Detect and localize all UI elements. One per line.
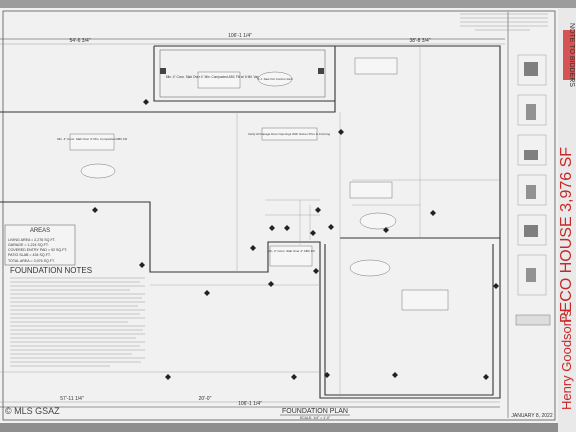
dim-overall-top: 106'-1 1/4" bbox=[228, 33, 252, 39]
note-to-bidders-box bbox=[563, 30, 575, 80]
callout-2: C.J. Saw Cut Control Joint bbox=[257, 77, 292, 81]
title-strip bbox=[558, 8, 576, 432]
notes-title: FOUNDATION NOTES bbox=[10, 266, 92, 275]
dim-overall-bottom: 106'-1 1/4" bbox=[238, 401, 262, 407]
project-name: Henry Goodson's bbox=[559, 309, 574, 410]
title-block bbox=[460, 13, 548, 31]
callout-1: Min. 4" Conc. Slab Over 4" Min. Compacte… bbox=[166, 75, 273, 79]
mls-watermark: © MLS GSAZ bbox=[5, 406, 60, 416]
callouts: Min. 4" Conc. Slab Over 4" Min. Compacte… bbox=[57, 57, 449, 311]
detail-sections bbox=[515, 54, 551, 326]
dim-left-bottom: 57'-11 1/4" bbox=[60, 396, 84, 402]
interior-lines bbox=[0, 46, 500, 398]
areas-table: AREAS LIVING AREA = 2,276 SQ.FT. GARAGE … bbox=[4, 224, 76, 266]
areas-row-1: LIVING AREA = 2,276 SQ.FT. bbox=[8, 238, 56, 242]
areas-title: AREAS bbox=[30, 228, 50, 234]
areas-row-3: COVERED ENTRY PAD = 92 SQ.FT. bbox=[8, 248, 67, 252]
callout-3: Min. 4" Conc. Slab Over 4" Min. Compacte… bbox=[57, 137, 127, 141]
project-name-2: PECO HOUSE 3,976 SF bbox=[558, 147, 575, 323]
sheet-title: FOUNDATION PLAN bbox=[282, 408, 348, 415]
patio-area bbox=[159, 49, 326, 98]
dim-mid-bottom: 20'-0" bbox=[199, 396, 212, 402]
paper bbox=[0, 8, 558, 423]
areas-row-4: PATIO SLAB = 434 SQ.FT. bbox=[8, 253, 51, 257]
bottom-dimensions: 57'-11 1/4" 20'-0" 106'-1 1/4" bbox=[0, 396, 500, 408]
callout-4: Verify All Garage Door Openings With Own… bbox=[248, 132, 331, 136]
sheet-date: JANUARY 8, 2022 bbox=[511, 413, 552, 419]
dim-left-top: 54'-6 3/4" bbox=[69, 38, 90, 44]
areas-row-2: GARAGE = 1,224 SQ.FT. bbox=[8, 243, 49, 247]
top-dimensions: 106'-1 1/4" 54'-6 3/4" 38'-8 3/4" bbox=[0, 33, 505, 45]
bottom-band bbox=[0, 423, 558, 432]
callout-5: Min. 4" Conc. Slab Over 4" ABC Fill bbox=[267, 249, 314, 253]
foundation-notes: FOUNDATION NOTES bbox=[10, 266, 145, 367]
areas-row-5: TOTAL AREA = 3,976 SQ.FT. bbox=[8, 259, 55, 263]
note-to-bidders-label: NOTE TO BIDDERS bbox=[568, 23, 575, 87]
sheet-border bbox=[2, 10, 556, 421]
sheet-scale: SCALE: 1/4" = 1'-0" bbox=[300, 416, 331, 420]
section-markers bbox=[92, 99, 499, 380]
foundation-outline bbox=[0, 45, 501, 399]
dim-right-top: 38'-8 3/4" bbox=[409, 38, 430, 44]
